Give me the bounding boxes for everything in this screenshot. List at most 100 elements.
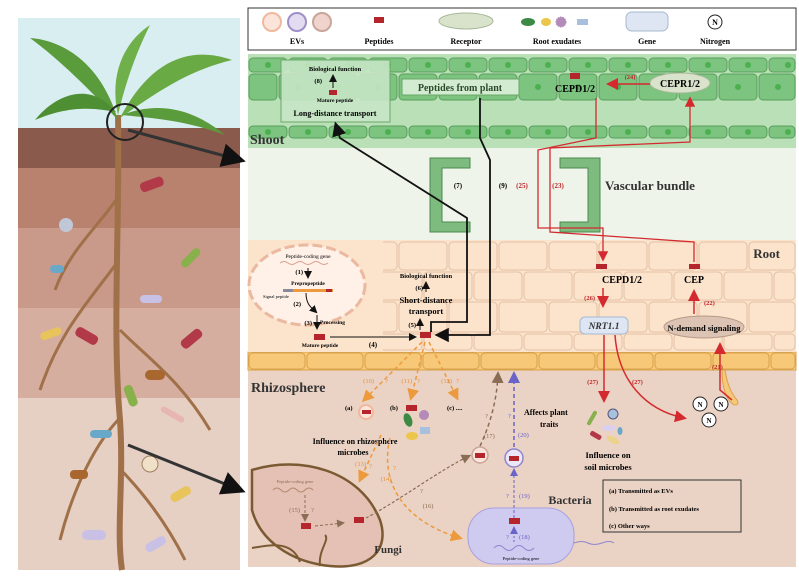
svg-text:(26): (26) xyxy=(584,295,595,302)
transmission-key xyxy=(602,479,742,533)
cell-nucleus-dot xyxy=(735,84,741,90)
legend-peptides: Peptides xyxy=(365,37,394,46)
cell-nucleus-dot xyxy=(585,62,591,68)
ev-icon-3 xyxy=(312,12,332,32)
svg-text:(27): (27) xyxy=(587,379,598,386)
svg-text:(a): (a) xyxy=(345,405,353,412)
svg-text:(c) ....: (c) .... xyxy=(447,405,463,412)
cell-nucleus-dot xyxy=(545,129,551,135)
ev-icon-1 xyxy=(262,12,282,32)
nitrogen-molecules: N N N xyxy=(692,396,729,428)
svg-text:soil microbes: soil microbes xyxy=(584,462,632,472)
svg-text:?: ? xyxy=(456,378,459,385)
cell xyxy=(654,352,712,370)
cell xyxy=(623,333,673,351)
exudate-icon-green xyxy=(521,18,535,26)
svg-text:(13): (13) xyxy=(355,461,366,468)
cell-nucleus-dot xyxy=(545,62,551,68)
svg-text:(8): (8) xyxy=(314,78,322,85)
cell xyxy=(538,352,596,370)
svg-text:(b): (b) xyxy=(390,405,398,412)
cepd-shoot: CEPD1/2 xyxy=(555,84,595,95)
cell-nucleus-dot xyxy=(265,62,271,68)
cell xyxy=(623,271,673,301)
cell-nucleus-dot xyxy=(785,129,791,135)
cell xyxy=(248,352,306,370)
cell-nucleus-dot xyxy=(425,129,431,135)
nrt-gene xyxy=(579,316,629,335)
rhizosphere-label: Rhizosphere xyxy=(251,381,325,396)
shoot-zoom-circle xyxy=(106,103,144,141)
cell xyxy=(473,271,523,301)
svg-text:N: N xyxy=(706,417,711,425)
cell-nucleus-dot xyxy=(505,129,511,135)
svg-text:?: ? xyxy=(385,378,388,385)
cell-nucleus xyxy=(247,243,367,327)
svg-text:(27): (27) xyxy=(632,379,643,386)
cell xyxy=(448,301,498,333)
svg-text:Signal peptide: Signal peptide xyxy=(263,294,289,299)
bacteria-cell xyxy=(467,507,575,565)
cell xyxy=(698,241,748,271)
svg-text:Biological function: Biological function xyxy=(400,273,453,280)
peptide-icon xyxy=(570,73,580,79)
cell xyxy=(648,241,698,271)
shoot-label: Shoot xyxy=(250,133,285,148)
cell-nucleus-dot xyxy=(465,129,471,135)
svg-text:(2): (2) xyxy=(293,301,301,308)
peptide-icon xyxy=(314,334,325,340)
cell-nucleus-dot xyxy=(345,129,351,135)
svg-text:transport: transport xyxy=(409,306,444,316)
cell xyxy=(768,125,796,139)
cep-label: CEP xyxy=(684,275,704,286)
cell xyxy=(480,352,538,370)
shoot-section: Biological function (8) Mature peptide L… xyxy=(248,54,796,148)
cell-nucleus-dot xyxy=(705,129,711,135)
svg-text:(12): (12) xyxy=(441,378,452,385)
exudate-icon-star xyxy=(555,16,567,28)
svg-text:(25): (25) xyxy=(516,182,528,190)
svg-text:NRT1.1: NRT1.1 xyxy=(588,322,620,332)
legend-root-exudates: Root exudates xyxy=(533,37,581,46)
shoot-zoom-arrow xyxy=(127,128,246,167)
peptides-from-plant-box xyxy=(401,78,520,96)
cell xyxy=(364,352,422,370)
peptide-icon xyxy=(689,264,700,269)
svg-text:Biological function: Biological function xyxy=(309,66,362,73)
cell xyxy=(306,352,364,370)
legend-receptor: Receptor xyxy=(450,37,482,46)
svg-text:N: N xyxy=(712,18,718,27)
cell xyxy=(248,73,278,101)
svg-text:microbes: microbes xyxy=(338,448,369,457)
peptide-icon xyxy=(420,332,431,338)
svg-text:(24): (24) xyxy=(625,74,636,81)
svg-text:?: ? xyxy=(506,534,509,541)
svg-text:(16): (16) xyxy=(423,503,434,510)
cell xyxy=(770,352,796,370)
cell-nucleus-dot xyxy=(575,84,581,90)
nitrogen-signaling-arrows: (27) (27) (21) xyxy=(587,334,733,423)
svg-text:Affects plant: Affects plant xyxy=(524,408,568,417)
cell xyxy=(473,333,523,351)
svg-text:(3): (3) xyxy=(304,320,312,327)
cepd-root: CEPD1/2 xyxy=(602,275,642,286)
svg-text:(10): (10) xyxy=(363,378,374,385)
nitrogen-icon xyxy=(707,14,723,30)
svg-text:(b) Transmitted as root exudat: (b) Transmitted as root exudates xyxy=(609,506,699,513)
svg-text:Influence on rhizosphere: Influence on rhizosphere xyxy=(313,437,398,446)
exudate-icon-yellow xyxy=(541,18,551,26)
svg-text:?: ? xyxy=(506,493,509,500)
svg-text:N: N xyxy=(697,401,702,409)
cell xyxy=(748,241,796,271)
cell xyxy=(712,352,770,370)
cell-nucleus-dot xyxy=(265,129,271,135)
root-mature-peptide-label: Mature peptide xyxy=(302,343,339,349)
root-zoom-arrow xyxy=(127,443,246,495)
cell xyxy=(398,241,448,271)
cell xyxy=(422,352,480,370)
cell-nucleus-dot xyxy=(625,62,631,68)
svg-text:(a) Transmitted as EVs: (a) Transmitted as EVs xyxy=(609,488,673,495)
cell-nucleus-dot xyxy=(705,62,711,68)
cell-nucleus-dot xyxy=(665,62,671,68)
